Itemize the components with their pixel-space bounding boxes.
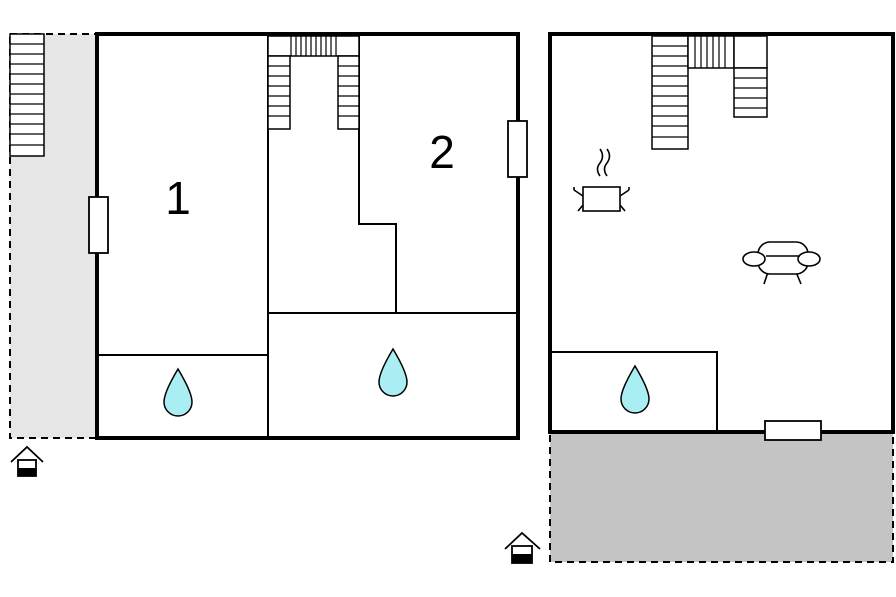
left-floor-plan: 1 2 [9,32,528,477]
left-floor-window-west [88,196,109,254]
right-floor-window-south [764,420,822,441]
left-floor-window-east [507,120,528,178]
left-floor-stairs [267,35,360,130]
room-1-label: 1 [165,172,191,224]
house-entrance-icon [504,531,541,564]
water-drop-icon [620,364,650,414]
water-drop-icon [378,347,408,397]
left-floor-outer-wall [95,32,520,440]
right-floor-interior-walls [550,351,718,432]
water-drop-icon [163,367,193,417]
right-floor-stairs [651,35,768,150]
sofa-icon [742,241,821,285]
outdoor-terrace-right [549,431,894,563]
cooking-pot-icon [573,148,630,212]
room-2-label: 2 [429,126,455,178]
right-floor-plan [504,32,895,564]
house-entrance-icon [10,445,44,477]
right-floor-outer-wall [548,32,895,434]
outdoor-stairs [9,33,45,157]
